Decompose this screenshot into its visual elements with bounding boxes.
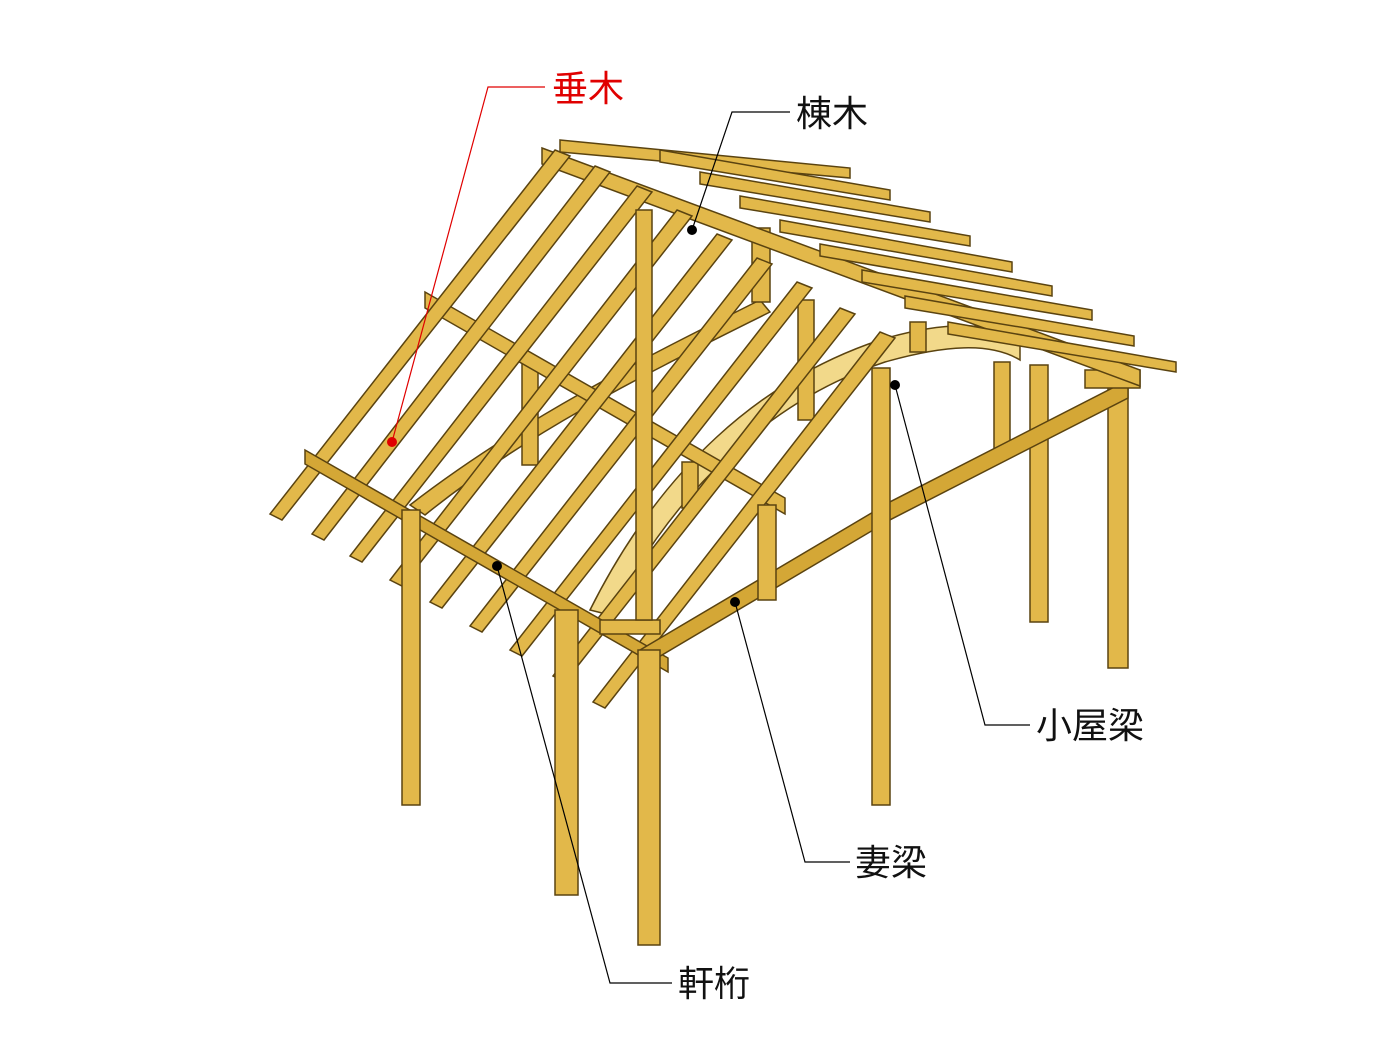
rafters-right	[559, 139, 1177, 373]
nokigeta-marker	[492, 561, 502, 571]
label-koyabari: 小屋梁	[1036, 706, 1144, 747]
koyabari-marker	[890, 380, 900, 390]
timber-frame	[268, 139, 1177, 946]
leader-lines	[387, 86, 1030, 984]
part-labels: 垂木 棟木 小屋梁 妻梁 軒桁	[552, 69, 1144, 1005]
tsumabari-leader	[734, 601, 850, 863]
front-posts	[401, 209, 891, 946]
label-munagi: 棟木	[796, 94, 868, 135]
koyabari-leader	[894, 384, 1030, 726]
taruki-marker	[387, 437, 397, 447]
label-nokigeta: 軒桁	[678, 964, 750, 1005]
munagi-marker	[687, 225, 697, 235]
tsumabari-marker	[730, 597, 740, 607]
munagi-leader	[691, 111, 790, 231]
rafters-left	[268, 149, 897, 709]
label-taruki: 垂木	[552, 69, 624, 110]
munagi-beam	[541, 146, 1141, 388]
taruki-leader	[391, 86, 545, 443]
nokigeta-leader	[496, 565, 672, 984]
label-tsumabari: 妻梁	[855, 843, 927, 884]
